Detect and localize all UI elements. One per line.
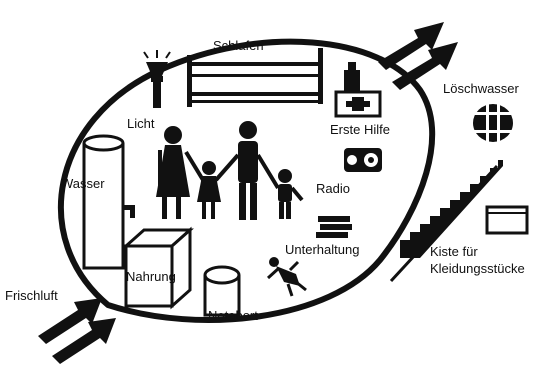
fresh-air-arrow-upper — [38, 298, 102, 344]
label-wasser: Wasser — [61, 176, 105, 191]
label-kiste-line2: Kleidungsstücke — [430, 261, 525, 276]
exhaust-arrows — [378, 22, 458, 90]
family-icon — [156, 121, 304, 220]
first-aid-icon — [334, 62, 382, 118]
bunk-bed-icon — [187, 48, 323, 107]
radio-icon — [344, 148, 382, 172]
exhaust-arrow-lower — [392, 42, 458, 90]
label-radio: Radio — [316, 181, 350, 196]
water-barrel-icon — [473, 104, 513, 142]
fresh-air-arrows — [38, 298, 116, 364]
food-box-icon — [122, 226, 194, 310]
toy-icon — [266, 257, 307, 297]
label-kiste-line1: Kiste für — [430, 244, 478, 259]
books-icon — [316, 216, 352, 238]
label-schlafen: Schlafen — [213, 38, 264, 53]
label-licht: Licht — [127, 116, 155, 131]
water-tank-icon — [82, 134, 135, 270]
clothes-box-icon — [485, 205, 529, 235]
fresh-air-arrow-lower — [52, 318, 116, 364]
label-loeschwasser: Löschwasser — [443, 81, 520, 96]
label-unterhaltung: Unterhaltung — [285, 242, 359, 257]
label-nahrung: Nahrung — [126, 269, 176, 284]
label-erste-hilfe: Erste Hilfe — [330, 122, 390, 137]
staircase-icon — [389, 160, 503, 283]
lamp-icon — [143, 50, 171, 108]
label-notabort: Notabort — [208, 308, 258, 323]
exhaust-arrow-upper — [378, 22, 444, 70]
toilet-icon — [203, 265, 241, 317]
label-frischluft: Frischluft — [5, 288, 58, 303]
